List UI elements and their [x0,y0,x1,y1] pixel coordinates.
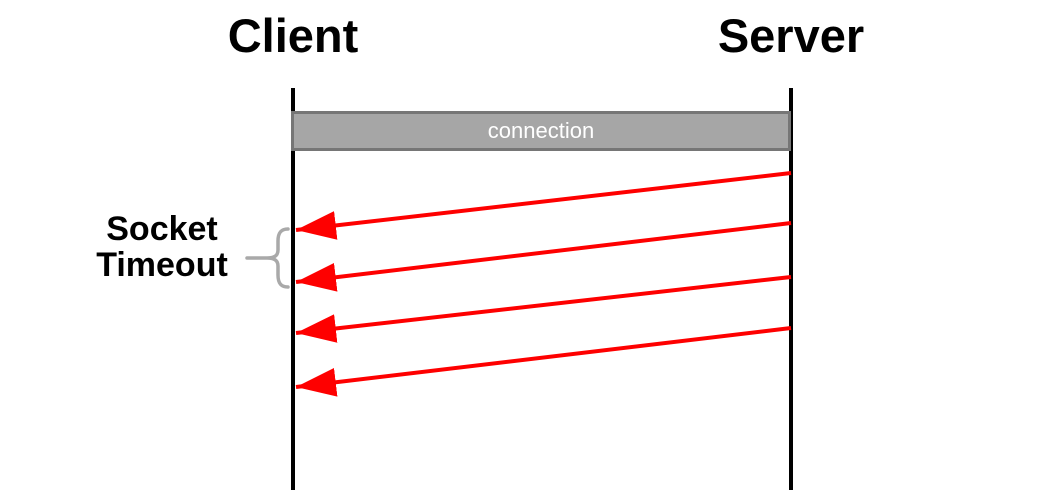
brace-icon [245,227,290,289]
socket-timeout-line2: Timeout [96,246,228,285]
message-arrow [295,326,792,397]
message-arrows [295,171,792,397]
connection-label: connection [487,118,595,143]
server-title: Server [717,9,865,62]
connection-bar: connection [291,111,791,151]
socket-timeout-label: Socket Timeout [96,211,228,284]
client-title: Client [227,9,359,62]
message-arrow [295,275,792,343]
client-lifeline [291,88,295,490]
message-arrow [295,221,792,292]
socket-timeout-line1: Socket [106,210,218,248]
message-arrow [295,171,792,240]
